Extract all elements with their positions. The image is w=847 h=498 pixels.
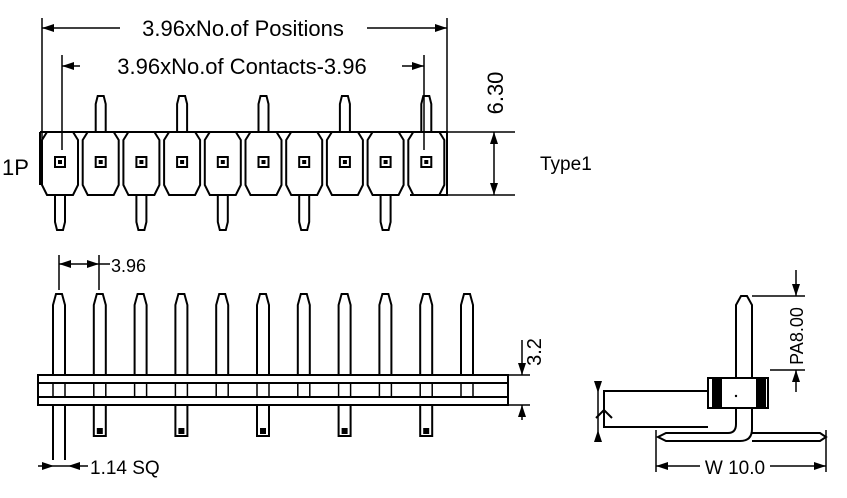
lower-pin xyxy=(135,195,148,231)
front-pin xyxy=(52,293,66,460)
contact-block xyxy=(163,95,202,196)
front-pin xyxy=(378,293,393,397)
pin-height-dimension: 3.2 xyxy=(508,338,546,420)
contact-block xyxy=(81,95,120,196)
pin-size-dimension-label: 1.14 SQ xyxy=(90,458,160,479)
contact-block xyxy=(285,131,324,231)
pin1-label: 1P xyxy=(2,155,29,180)
positions-dimension: 3.96xNo.of Positions xyxy=(41,16,448,140)
contact-block xyxy=(325,95,364,196)
front-pin xyxy=(460,293,474,397)
contacts-dimension: 3.96xNo.of Contacts-3.96 xyxy=(61,54,425,150)
contact-block xyxy=(41,131,79,231)
height-dimension-label: 6.30 xyxy=(483,72,508,115)
upper-pin xyxy=(257,95,270,132)
pitch-dimension-label: 3.96 xyxy=(111,256,146,276)
front-view: 3.96 3.2 1.14 SQ xyxy=(37,255,546,479)
front-pin xyxy=(337,293,352,437)
width-dimension: W 10.0 xyxy=(655,430,827,479)
contact-block xyxy=(203,131,242,231)
height-dimension: 6.30 xyxy=(447,72,515,196)
front-pin xyxy=(215,293,230,397)
pitch-dimension: 3.96 xyxy=(58,255,146,290)
pa-dimension-label: PA8.00 xyxy=(787,307,807,365)
lower-pin xyxy=(379,195,392,231)
pin-size-dimension: 1.14 SQ xyxy=(38,458,160,479)
top-contact-blocks xyxy=(41,95,446,231)
side-view: PA8.00 W 10.0 xyxy=(594,270,828,479)
width-dimension-label: W 10.0 xyxy=(705,458,765,479)
lower-pin xyxy=(216,195,229,231)
contact-block xyxy=(122,131,161,231)
upper-pin xyxy=(420,95,433,132)
side-thickness-dimension xyxy=(594,381,602,442)
pin-height-dimension-label: 3.2 xyxy=(524,338,546,366)
front-pin xyxy=(133,293,148,397)
front-pin xyxy=(92,293,107,437)
front-housing xyxy=(37,374,509,406)
upper-pin xyxy=(94,95,107,132)
front-pin xyxy=(419,293,434,437)
front-pin xyxy=(256,293,270,437)
lower-pin xyxy=(298,195,311,231)
front-pins xyxy=(52,293,474,460)
top-view: 3.96xNo.of Positions 3.96xNo.of Contacts… xyxy=(2,16,592,231)
front-pin xyxy=(296,293,311,397)
upper-pin xyxy=(338,95,351,132)
lower-pin xyxy=(54,195,66,231)
contact-block xyxy=(244,95,283,196)
contact-block xyxy=(407,95,446,196)
positions-dimension-label: 3.96xNo.of Positions xyxy=(142,16,344,41)
type-label: Type1 xyxy=(540,154,592,175)
pa-dimension: PA8.00 xyxy=(752,270,807,392)
upper-pin xyxy=(176,95,189,132)
contact-block xyxy=(366,131,405,231)
front-pin xyxy=(174,293,189,437)
contacts-dimension-label: 3.96xNo.of Contacts-3.96 xyxy=(117,54,366,79)
